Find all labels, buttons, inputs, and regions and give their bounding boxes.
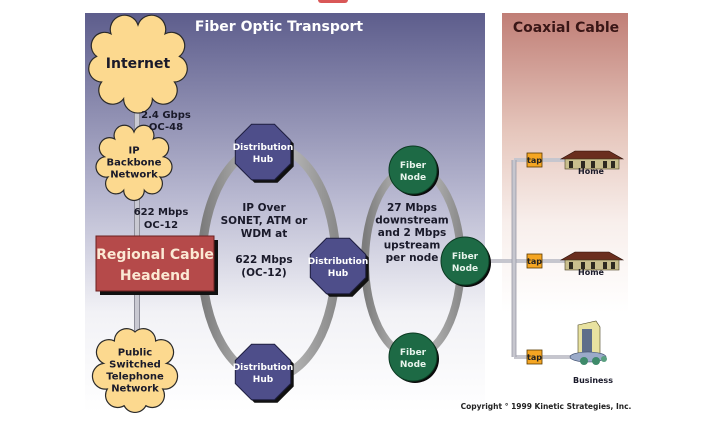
tap-label: tap	[527, 257, 542, 266]
cloud-label-line: Network	[111, 384, 159, 395]
node-label-line: Fiber	[452, 252, 479, 262]
hub-ring-text-line: (OC-12)	[241, 267, 286, 279]
internet-cloud: Internet	[88, 14, 188, 114]
link-label-oc12-name: OC-12	[144, 220, 178, 231]
headend-label-line1: Regional Cable	[96, 247, 214, 263]
hub-ring-text-line: IP Over	[242, 202, 286, 214]
hub-label-line: Hub	[253, 155, 274, 165]
cloud-label-line: Public	[118, 348, 152, 359]
home-icon	[559, 150, 625, 170]
cloud-label-line: Backbone	[107, 158, 162, 169]
destination-label: Business	[573, 376, 613, 385]
node-ring-text-line: 27 Mbps	[387, 202, 437, 214]
node-label-line: Node	[452, 264, 478, 274]
node-ring-text-line: per node	[386, 252, 439, 264]
tap-label: tap	[527, 156, 542, 165]
hub-label-line: Distribution	[308, 257, 369, 267]
node-label-line: Node	[400, 360, 426, 370]
home-icon	[559, 251, 625, 271]
destination-label: Home	[578, 268, 605, 277]
node-label-line: Fiber	[400, 161, 427, 171]
node-ring-text-line: upstream	[384, 240, 441, 252]
hub-label-line: Hub	[328, 269, 349, 279]
destination-label: Home	[578, 167, 605, 176]
hub-ring-text-line: SONET, ATM or	[221, 215, 309, 227]
link-label-oc12-speed: 622 Mbps	[134, 207, 189, 218]
node-ring-text-line: downstream	[375, 215, 449, 227]
cloud-label-line: Telephone	[106, 372, 164, 383]
tap-label: tap	[527, 353, 542, 362]
fiber-panel-title: Fiber Optic Transport	[195, 19, 363, 35]
headend-label-line2: Headend	[120, 268, 190, 284]
cropped-logo-fragment	[318, 0, 348, 3]
cloud-label-line: Network	[110, 170, 158, 181]
link-label-oc48-speed: 2.4 Gbps	[141, 110, 191, 121]
hub-ring-text-line: 622 Mbps	[235, 254, 292, 266]
hub-label-line: Distribution	[233, 363, 294, 373]
cloud-label-line: IP	[128, 146, 139, 157]
node-label-line: Node	[400, 173, 426, 183]
copyright: Copyright ° 1999 Kinetic Strategies, Inc…	[461, 402, 632, 411]
cloud-label-line: Switched	[109, 360, 161, 371]
link-label-oc48-name: OC-48	[149, 122, 183, 133]
regional-cable-headend: Regional Cable Headend	[95, 235, 218, 295]
coax-panel-title: Coaxial Cable	[513, 20, 619, 36]
hub-label-line: Hub	[253, 375, 274, 385]
node-ring-text-line: and 2 Mbps	[378, 227, 446, 239]
node-label-line: Fiber	[400, 348, 427, 358]
business-icon	[569, 320, 607, 365]
hub-label-line: Distribution	[233, 143, 294, 153]
cloud-label-line: Internet	[106, 56, 171, 72]
hub-ring-text-line: WDM at	[241, 228, 288, 240]
